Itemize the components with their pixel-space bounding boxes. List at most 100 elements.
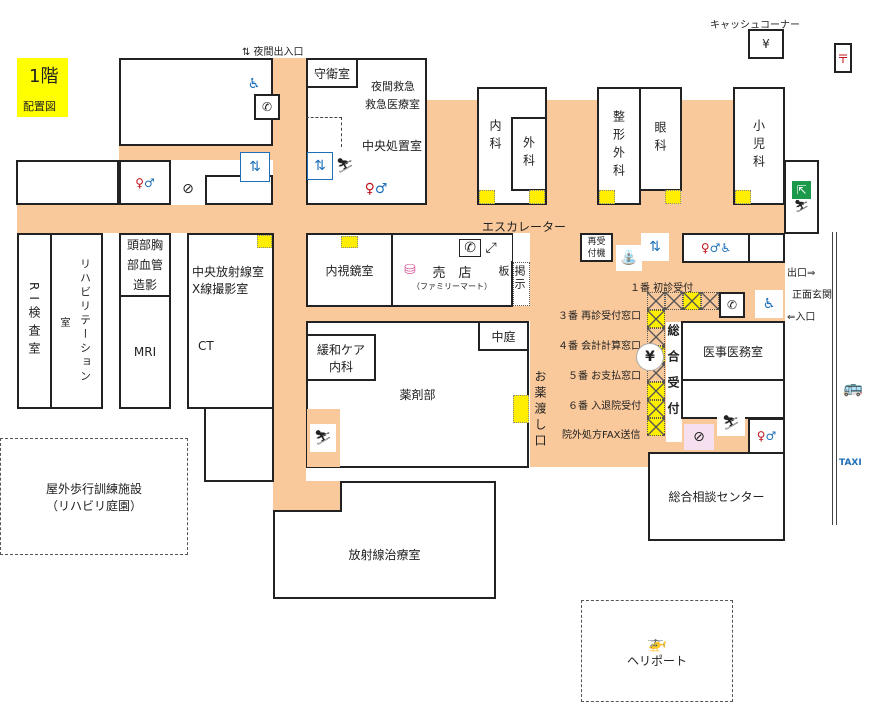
internal-label: 内科: [488, 119, 502, 155]
room-palliative: 緩和ケア内科: [306, 334, 376, 381]
room-unlabeled-west: [16, 160, 119, 205]
room-surgery: 外科: [511, 117, 547, 191]
main-entrance-label[interactable]: 正面玄関: [792, 290, 832, 301]
pediatrics-label: 小児科: [751, 119, 766, 173]
atm-icon: ¥: [748, 29, 784, 59]
elevator-icon: ⇅: [641, 233, 669, 261]
no-smoking-icon: ⊘: [684, 424, 714, 450]
radiotherapy-upper: [340, 481, 496, 512]
room-ophthalmology: 眼科: [639, 87, 682, 191]
stairs-icon: ⛷: [717, 410, 745, 436]
window-1-label: １番 初診受付: [630, 283, 694, 294]
room-pediatrics: 小児科: [733, 87, 785, 205]
room-ri: RI検査室: [17, 233, 52, 409]
restroom-accessible: ♀♂♿: [682, 233, 750, 263]
post-icon: 〒: [834, 43, 852, 73]
night-emergency-label: 夜間救急: [371, 80, 415, 93]
room-small-east: [748, 233, 785, 263]
shop-bag-icon: ⛁: [399, 258, 421, 282]
emergency-exit-icon: ⇱: [792, 181, 811, 199]
window-5-label: ５番 お支払窓口: [568, 371, 642, 382]
room-radiotherapy: 放射線治療室: [273, 510, 496, 599]
road-line: [832, 232, 837, 525]
waiting-marker: [341, 236, 358, 248]
fax-label: 院外処方FAX送信: [562, 430, 641, 441]
room-consultation: 総合相談センター: [648, 452, 785, 541]
counter-window-marker: [647, 400, 665, 418]
radiology-label: 中央放射線室: [192, 265, 265, 279]
restroom: ♀♂: [748, 418, 785, 454]
window-3-label: ３番 再診受付窓口: [558, 311, 642, 322]
water-fountain-icon: ⛲: [616, 245, 642, 271]
outdoor-rehab-garden: 屋外歩行訓練施設（リハビリ庭園）: [0, 438, 188, 555]
counter-window-marker: [647, 382, 665, 400]
night-entrance-label: ⇅ 夜間出入口: [242, 47, 304, 58]
waiting-marker: [257, 235, 272, 248]
escalator-icon: ⤢: [485, 240, 497, 256]
general-reception: 総合受付: [666, 322, 682, 442]
waiting-marker: [735, 190, 751, 204]
central-treatment-label: 中央処置室: [362, 139, 423, 153]
shop-label: 売 店: [432, 266, 472, 281]
counter-window-marker: [647, 310, 665, 328]
counter-window-marker: [665, 292, 683, 310]
main-corridor: [17, 205, 785, 233]
medicine-pickup-label: お薬渡し口: [533, 370, 547, 450]
waiting-marker: [665, 190, 681, 204]
bus-icon: 🚌: [840, 378, 866, 397]
restroom-icon: ♀♂: [360, 176, 392, 202]
cash-corner-label: キャッシュコーナー: [710, 20, 800, 31]
waiting-marker: [513, 395, 529, 423]
counter-window-marker: [701, 292, 719, 310]
floor-label: 1階 配置図: [17, 58, 68, 117]
ophthalmology-label: 眼科: [653, 121, 667, 157]
vertical-corridor: [273, 58, 306, 520]
dotted-partition: [306, 117, 342, 147]
palliative-label: 緩和ケア: [316, 342, 365, 357]
emergency-room-label: 救急医療室: [365, 98, 420, 111]
restroom: ♀♂: [119, 160, 171, 205]
phone-escalator-area: ✆ ⤢: [444, 235, 512, 261]
emergency-exit-stairs: ⇱⛷: [784, 160, 819, 234]
room-mri: MRI: [119, 295, 171, 409]
xray-label: X線撮影室: [192, 282, 249, 296]
taxi-icon: TAXI: [839, 458, 862, 468]
reentry-machine[interactable]: 再受付機: [580, 233, 613, 262]
yen-icon: ¥: [636, 343, 664, 371]
floor-title: 1階: [29, 66, 59, 87]
room-medical-affairs: 医事医務室: [681, 321, 785, 381]
floor-subtitle: 配置図: [23, 100, 56, 113]
exit-label: 出口⇒: [787, 268, 816, 279]
waiting-marker: [529, 190, 545, 204]
phone-icon: ✆: [254, 94, 280, 120]
outdoor-sub-label: （リハビリ庭園）: [45, 498, 142, 513]
room-angio: 頭部胸部血管造影: [119, 233, 171, 297]
window-4-label: ４番 会計計算窓口: [558, 341, 642, 352]
bulletin-board: 掲示板: [497, 262, 530, 306]
room-unlabeled-south: [204, 407, 274, 482]
stairs-icon: ⛷: [334, 152, 356, 180]
waiting-marker: [599, 190, 615, 204]
stairs-icon: ⛷: [793, 199, 810, 213]
room-orthopedics: 整形外科: [597, 87, 641, 205]
corridor-south: [273, 481, 340, 511]
corridor-mid: [306, 306, 530, 321]
entrance-label: ⇐入口: [787, 312, 816, 323]
window-6-label: ６番 入退院受付: [568, 401, 642, 412]
phone-icon: ✆: [719, 292, 745, 318]
elevator-icon: ⇅: [307, 152, 333, 180]
palliative-sub-label: 内科: [328, 359, 353, 374]
waiting-marker: [479, 190, 495, 204]
ct-label: CT: [198, 339, 214, 353]
room-courtyard: 中庭: [478, 321, 529, 351]
heliport-label: ヘリポート: [626, 654, 687, 668]
ri-label: RI検査室: [27, 282, 41, 360]
surgery-label: 外科: [521, 136, 536, 172]
room-guard: 守衛室: [306, 58, 358, 88]
wheelchair-icon: ♿: [755, 290, 783, 318]
rehab-label: リハビリテーション: [78, 258, 92, 384]
helicopter-icon: 🚁: [647, 633, 667, 652]
shop-sub-label: （ファミリーマート）: [412, 282, 492, 291]
wheelchair-toilet-icon: ♿: [240, 70, 268, 98]
counter-window-marker: [647, 418, 665, 436]
